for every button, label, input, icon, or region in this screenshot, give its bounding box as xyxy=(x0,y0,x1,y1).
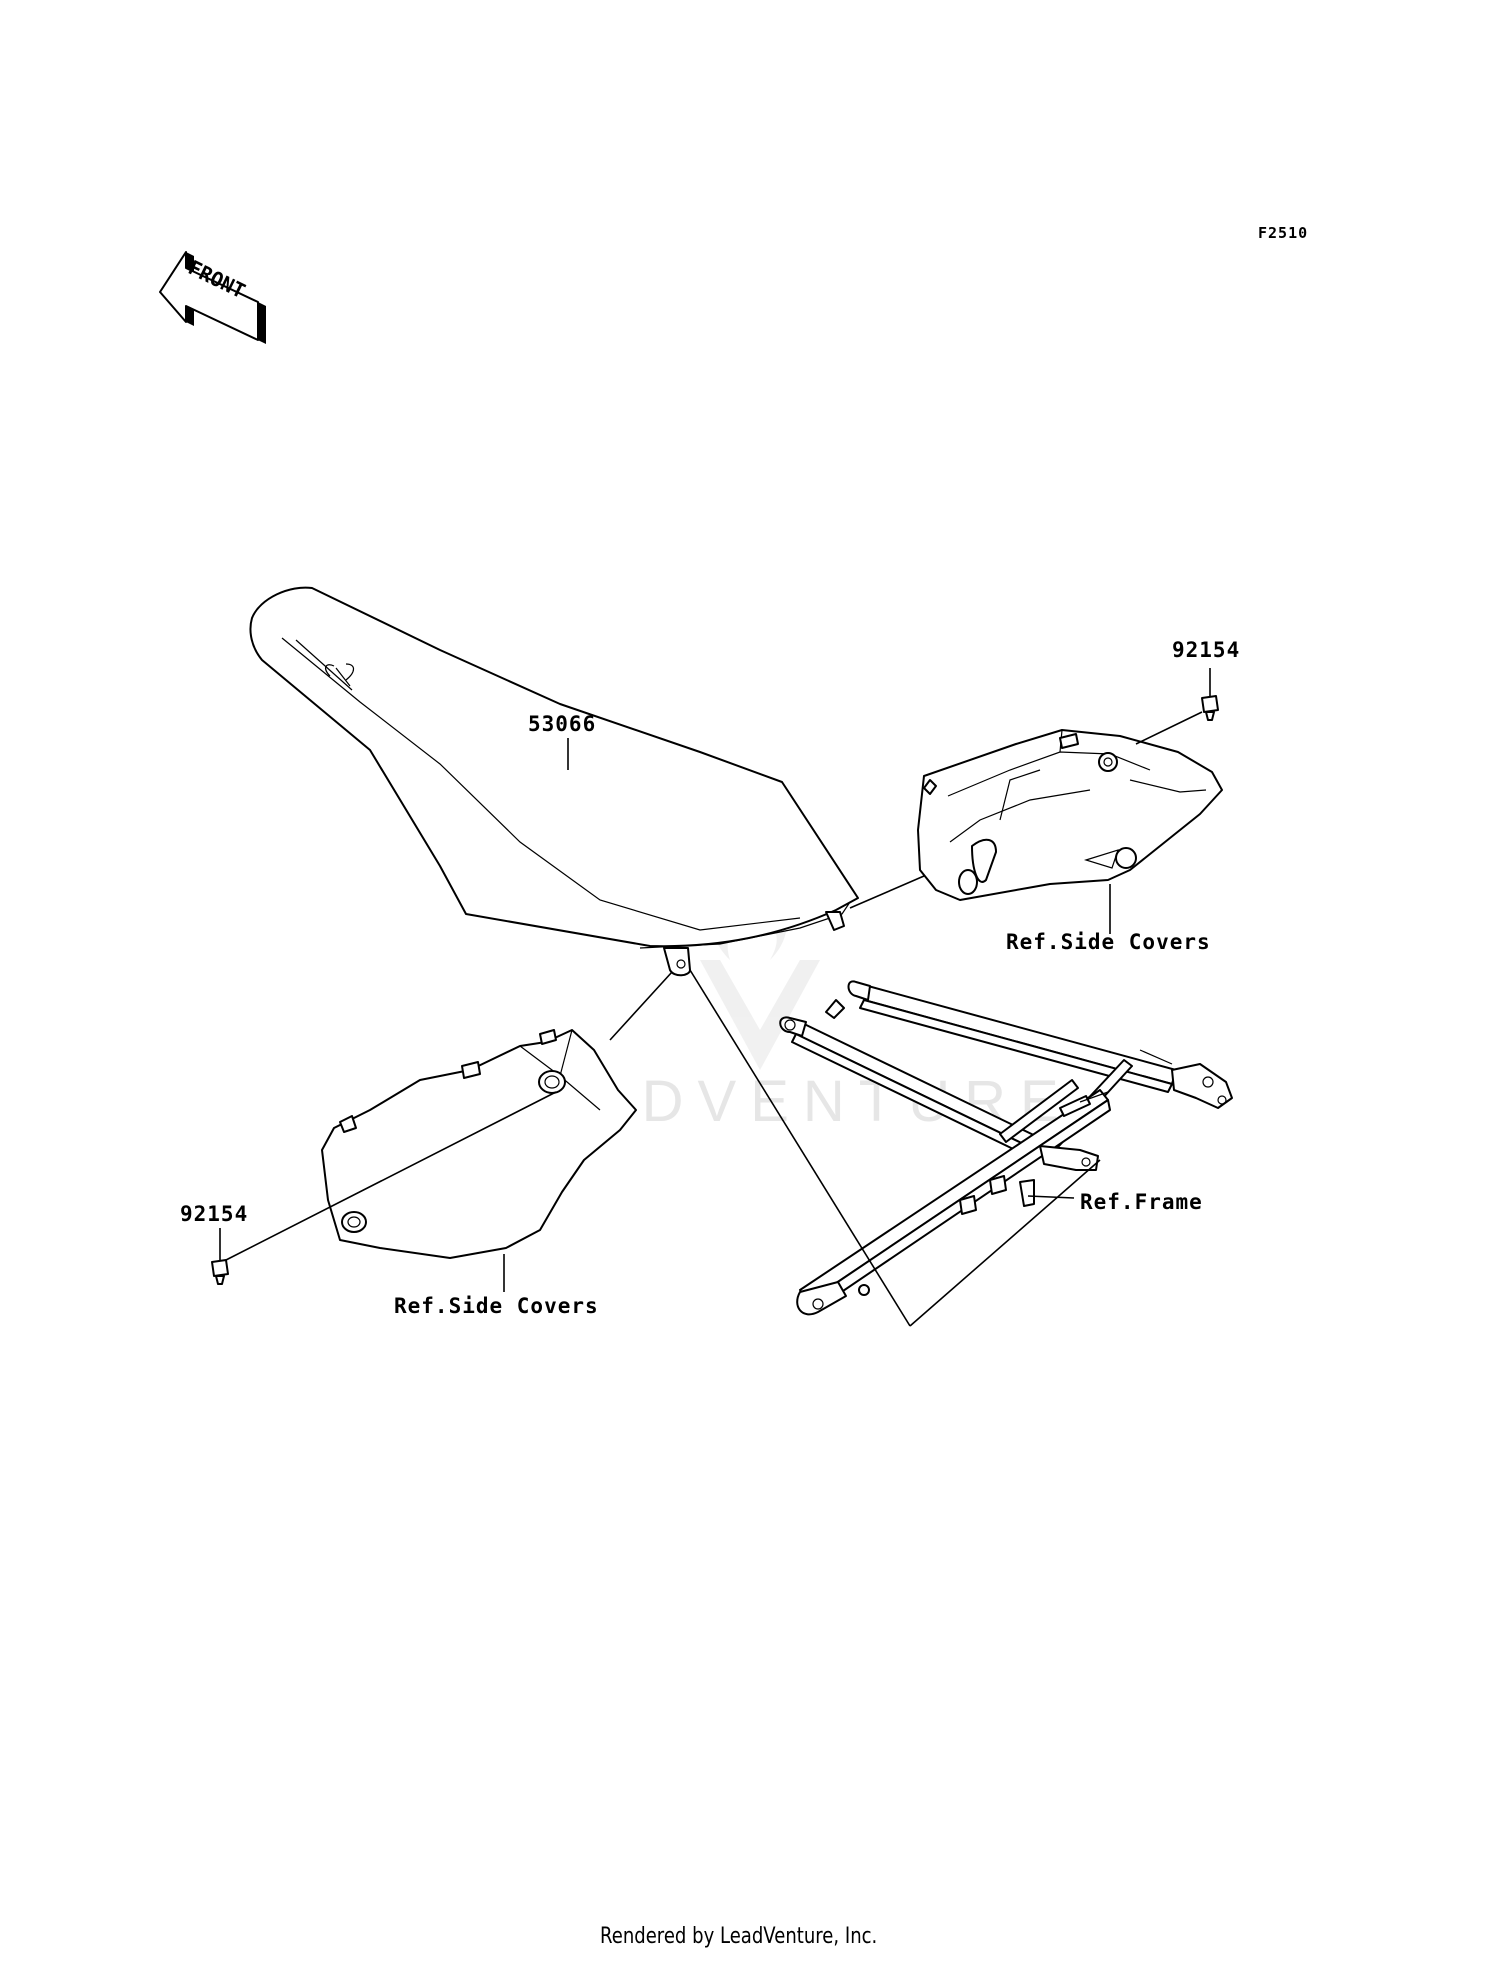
callout-92154-right[interactable]: 92154 xyxy=(1172,638,1241,662)
frame-part xyxy=(779,980,1233,1316)
bolt-left-part xyxy=(211,1259,229,1285)
callout-53066[interactable]: 53066 xyxy=(528,712,597,736)
diagram-code: F2510 xyxy=(1258,224,1309,242)
callout-side-covers-right[interactable]: Ref.Side Covers xyxy=(1006,930,1211,954)
side-cover-left-part xyxy=(321,1029,637,1259)
footer-credit: Rendered by LeadVenture, Inc. xyxy=(600,1924,878,1949)
side-cover-right-part xyxy=(917,729,1223,901)
callout-92154-left[interactable]: 92154 xyxy=(180,1202,249,1226)
bolt-right-part xyxy=(1201,695,1219,721)
seat-part xyxy=(249,586,859,977)
front-arrow-icon: FRONT xyxy=(159,251,266,344)
callout-frame[interactable]: Ref.Frame xyxy=(1080,1190,1203,1214)
leader-lines xyxy=(219,668,1211,1327)
callout-side-covers-left[interactable]: Ref.Side Covers xyxy=(394,1294,599,1318)
